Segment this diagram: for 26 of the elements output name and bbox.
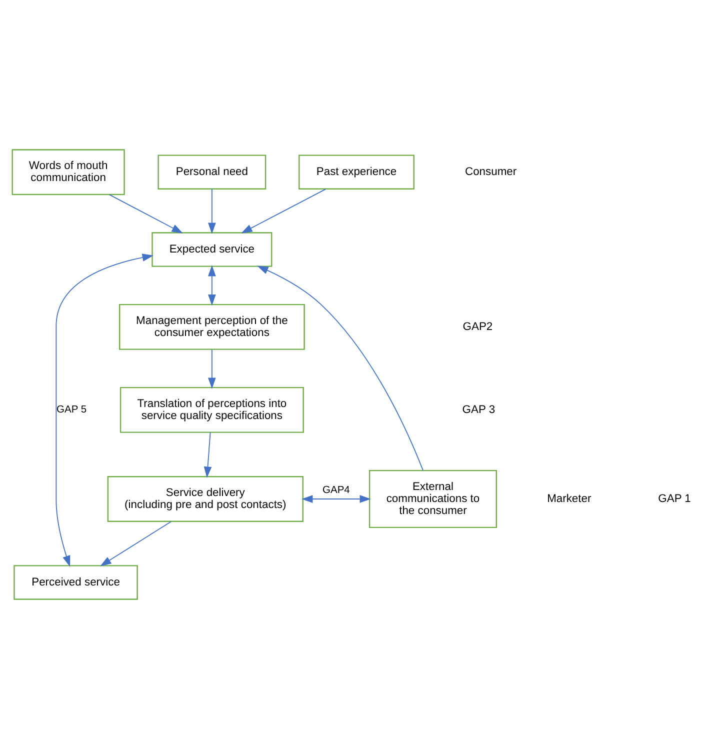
arrow — [204, 432, 212, 478]
label: GAP 1 — [658, 492, 691, 505]
node-box: Words of mouth communication — [12, 149, 125, 196]
arrow — [109, 194, 183, 234]
arrow — [208, 265, 216, 306]
arrow — [302, 495, 371, 503]
node-box: Past experience — [298, 154, 414, 190]
node-box: Service delivery (including pre and post contacts) — [107, 476, 304, 522]
label: GAP 3 — [462, 404, 496, 416]
node-box: Expected service — [152, 232, 272, 267]
arrow — [56, 254, 154, 567]
arrow — [257, 266, 424, 471]
edge-label: GAP 5 — [56, 404, 87, 416]
node-box: External communications to the consumer — [368, 470, 497, 528]
node-box: Translation of perceptions into service quality specifications — [120, 386, 304, 433]
edge-label: GAP4 — [322, 485, 350, 496]
node-box: Personal need — [158, 154, 266, 190]
label: Marketer — [547, 492, 592, 505]
arrow — [208, 188, 216, 234]
arrow — [241, 188, 326, 234]
node-box: Perceived service — [14, 565, 138, 600]
node-box: Management perception of the consumer expectations — [119, 304, 305, 350]
label: GAP2 — [462, 320, 493, 333]
arrow — [100, 521, 172, 566]
label: Consumer — [465, 166, 517, 178]
arrow — [208, 349, 216, 389]
